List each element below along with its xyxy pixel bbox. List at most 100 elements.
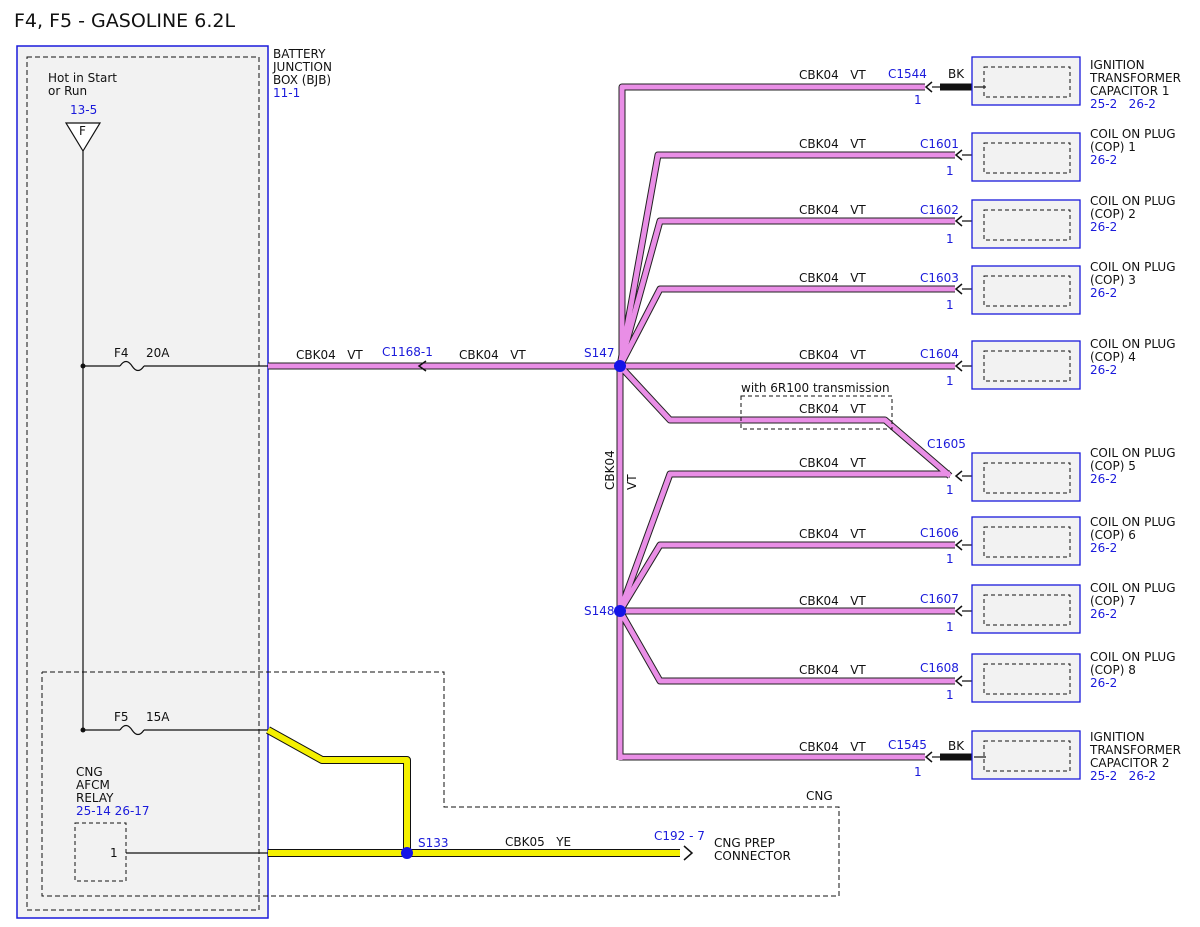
component-label-line2: (COP) 7 [1090,594,1136,608]
pin-label: 1 [946,688,954,702]
relay-label-line1: CNG [76,765,103,779]
power-source-triangle-icon [64,122,102,153]
component-ref: 26-2 [1090,220,1117,234]
connector-icon [924,81,933,93]
connector-label: C1545 [888,738,927,752]
component-label-line1: IGNITION [1090,58,1145,72]
component-ref: 26-2 [1090,472,1117,486]
vt-harness [616,83,955,761]
bjb-box [16,45,269,919]
main-wire-label-1: CBK04 VT [296,348,363,362]
hot-label-line1: Hot in Start [48,71,117,85]
c1168-conn-label: C1168-1 [382,345,433,359]
component-label-line1: COIL ON PLUG [1090,650,1176,664]
component-box [971,340,1081,390]
wire-label: CBK04 VT [799,456,866,470]
component-ref: 26-2 [1090,153,1117,167]
transmission-wire-label: CBK04 VT [799,402,866,416]
wire-label: CBK04 VT [799,740,866,754]
connector-icon [954,283,963,295]
branch-cop-8: CBK04 VT C1608 1 COIL ON PLUG (COP) 8 26… [799,650,1176,703]
connector-label: C1601 [920,137,959,151]
connector-label: C1604 [920,347,959,361]
splice-s147-label: S147 [584,346,615,360]
component-label-line3: CAPACITOR 1 [1090,84,1170,98]
component-box [971,132,1081,182]
connector-icon [954,539,963,551]
bjb-ref: 11-1 [273,86,300,100]
transmission-note: with 6R100 transmission [741,381,890,395]
component-box [971,584,1081,634]
bk-label: BK [948,739,965,753]
bk-wire [940,83,974,91]
cng-region [41,671,840,897]
splice-s147 [614,360,626,372]
component-label-line2: (COP) 6 [1090,528,1136,542]
pin-label: 1 [946,620,954,634]
fuse-f5-name: F5 [114,710,129,724]
wire-label: CBK04 VT [799,348,866,362]
connector-label: C1606 [920,526,959,540]
branch-cop-5: CBK04 VT C1605 1 COIL ON PLUG (COP) 5 26… [799,437,1176,502]
trunk-wire-code: CBK04 [603,450,617,490]
cng-prep-label-line2: CONNECTOR [714,849,791,863]
component-ref: 26-2 [1090,676,1117,690]
component-label-line2: (COP) 1 [1090,140,1136,154]
connector-icon [954,605,963,617]
relay-label-line3: RELAY [76,791,114,805]
component-label-line3: CAPACITOR 2 [1090,756,1170,770]
component-ref: 25-2 26-2 [1090,97,1156,111]
wire-label: CBK04 VT [799,594,866,608]
component-label-line1: IGNITION [1090,730,1145,744]
connector-label: C1544 [888,67,927,81]
connector-icon [954,215,963,227]
page-title: F4, F5 - GASOLINE 6.2L [14,10,235,32]
component-label-line2: (COP) 5 [1090,459,1136,473]
bjb-label-line3: BOX (BJB) [273,73,331,87]
fuse-f4-amps: 20A [146,346,170,360]
component-label-line2: TRANSFORMER [1089,71,1181,85]
branch-cop-3: CBK04 VT C1603 1 COIL ON PLUG (COP) 3 26… [799,260,1176,315]
cng-region-label: CNG [806,789,833,803]
pin-label: 1 [914,93,922,107]
relay-label-line2: AFCM [76,778,110,792]
component-label-line2: (COP) 4 [1090,350,1136,364]
relay-pin: 1 [110,846,118,860]
wire-label: CBK04 VT [799,271,866,285]
component-ref: 26-2 [1090,541,1117,555]
splice-s148-label: S148 [584,604,615,618]
component-box [971,56,1081,106]
component-label-line2: (COP) 3 [1090,273,1136,287]
connector-icon [924,751,933,763]
component-box [971,730,1081,780]
splice-s133 [401,847,413,859]
transmission-option-box [740,395,893,430]
branch-ignition-capacitor-1: CBK04 VT C1544 BK 1 IGNITION TRANSFORMER… [799,56,1181,111]
component-box [971,265,1081,315]
pin-label: 1 [946,483,954,497]
bjb-label-line1: BATTERY [273,47,326,61]
bjb-inner-box [26,56,260,911]
component-ref: 26-2 [1090,607,1117,621]
component-label-line1: COIL ON PLUG [1090,194,1176,208]
component-box [971,653,1081,703]
pin-label: 1 [914,765,922,779]
connector-label: C1608 [920,661,959,675]
bk-wire [940,753,974,761]
component-label-line1: COIL ON PLUG [1090,446,1176,460]
c192-conn-label: C192 - 7 [654,829,705,843]
pin-label: 1 [946,298,954,312]
branch-cop-7: CBK04 VT C1607 1 COIL ON PLUG (COP) 7 26… [799,581,1176,634]
cng-feed-wire [266,727,410,853]
pin-label: 1 [946,374,954,388]
component-label-line1: COIL ON PLUG [1090,127,1176,141]
hot-label-line2: or Run [48,84,87,98]
cng-prep-label-line1: CNG PREP [714,836,775,850]
branch-ignition-capacitor-2: CBK04 VT C1545 BK 1 IGNITION TRANSFORMER… [799,730,1181,783]
wire-label: CBK04 VT [799,203,866,217]
splice-s133-label: S133 [418,836,449,850]
component-label-line1: COIL ON PLUG [1090,337,1176,351]
cbk05-label: CBK05 YE [505,835,571,849]
fuse-f5-icon [119,724,145,736]
